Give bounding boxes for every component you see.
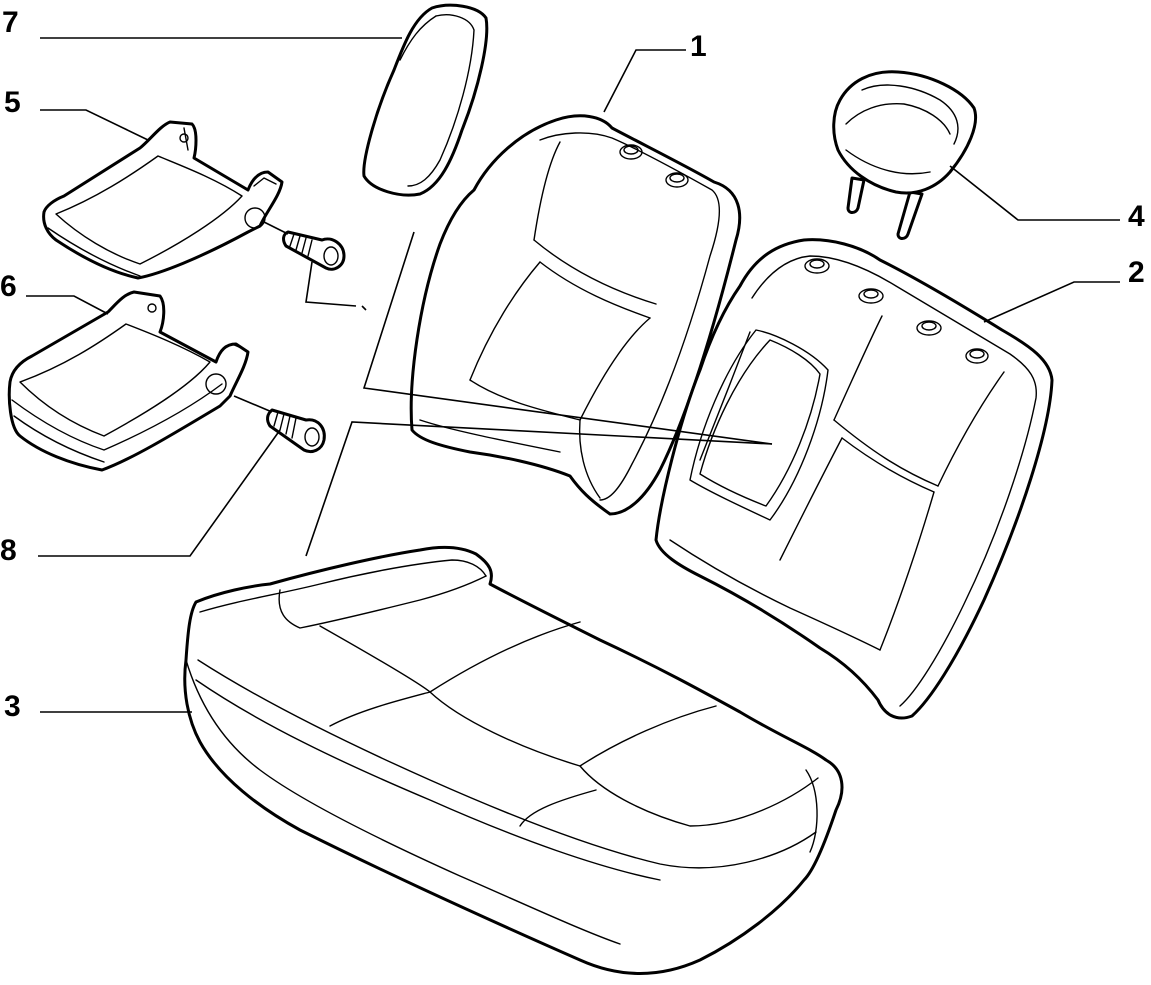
callout-8: 8: [0, 534, 17, 567]
bolt-upper[interactable]: [263, 221, 346, 271]
callout-leaders: [26, 37, 1120, 713]
callout-3: 3: [4, 690, 21, 723]
callout-1: 1: [690, 30, 707, 63]
callout-6: 6: [0, 270, 17, 303]
part-2-backrest-right[interactable]: [654, 238, 1054, 720]
part-7-armrest-pad[interactable]: [362, 3, 489, 197]
part-4-headrest[interactable]: [832, 70, 977, 240]
assembly-lines: [305, 231, 773, 557]
part-3-seat-cushion[interactable]: [183, 545, 844, 975]
callout-labels: 7 5 6 8 3 1 4 2: [0, 6, 1145, 723]
part-6-armrest-lower[interactable]: [7, 290, 250, 472]
callout-7: 7: [2, 6, 19, 39]
callout-2: 2: [1128, 256, 1145, 289]
callout-4: 4: [1128, 200, 1145, 233]
bolt-lower[interactable]: [233, 395, 326, 454]
callout-5: 5: [4, 86, 21, 119]
part-5-armrest-upper[interactable]: [42, 120, 284, 280]
part-1-backrest-left[interactable]: [409, 114, 742, 516]
